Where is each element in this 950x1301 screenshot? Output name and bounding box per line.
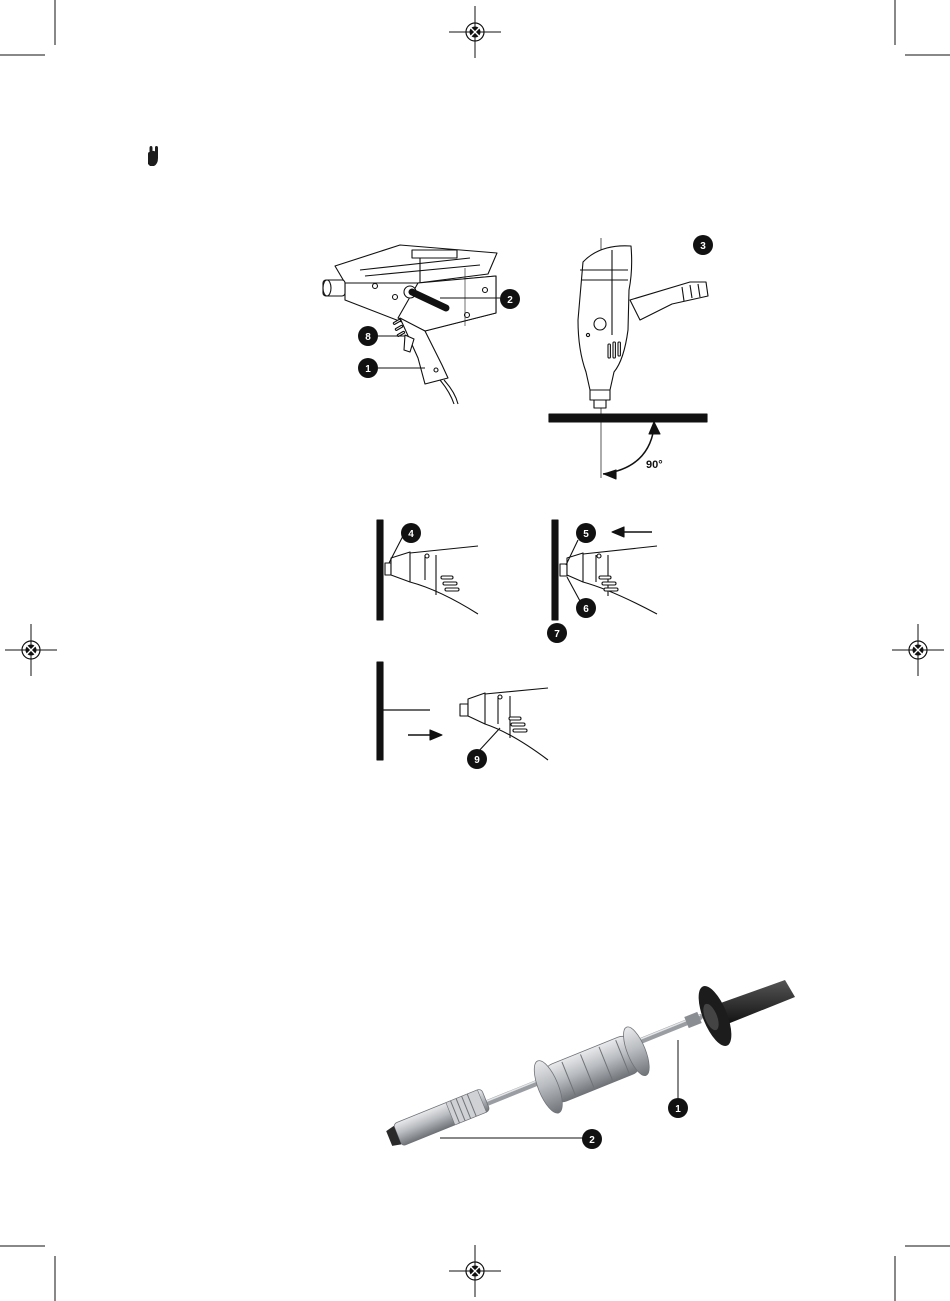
callout-badge: 6 [576,598,596,618]
callout-badge: 9 [467,749,487,769]
registration-mark-icon [449,6,501,58]
callout-badge: 1 [668,1098,688,1118]
callout-badge: 3 [693,235,713,255]
callout-badge: 5 [576,523,596,543]
figure-pulling [377,662,548,760]
svg-text:6: 6 [583,604,589,615]
svg-text:1: 1 [365,364,371,375]
callout-badge: 7 [547,623,567,643]
registration-mark-icon [449,1245,501,1297]
figure-welder-gun [323,245,497,404]
svg-text:9: 9 [474,755,480,766]
registration-mark-icon [5,624,57,676]
svg-text:7: 7 [554,629,560,640]
svg-text:2: 2 [507,295,513,306]
chuck [385,1088,490,1149]
svg-text:1: 1 [675,1104,681,1115]
rubber-handle [692,980,795,1050]
callout-badge: 2 [582,1129,602,1149]
sliding-weight [529,1022,656,1117]
svg-text:5: 5 [583,529,589,540]
svg-text:8: 8 [365,332,371,343]
figure-slide-hammer [385,980,795,1150]
figure-contact [377,520,478,620]
registration-mark-icon [892,624,944,676]
callout-badge: 2 [500,289,520,309]
svg-text:2: 2 [589,1135,595,1146]
callout-badge: 8 [358,326,378,346]
callout-badge: 1 [358,358,378,378]
callout-badge: 4 [401,523,421,543]
figure-gun-vertical [549,238,708,479]
svg-text:4: 4 [408,529,414,540]
svg-text:3: 3 [700,241,706,252]
figure-pressing [552,520,657,620]
angle-label: 90° [646,459,663,471]
hand-warning-icon [148,146,158,166]
